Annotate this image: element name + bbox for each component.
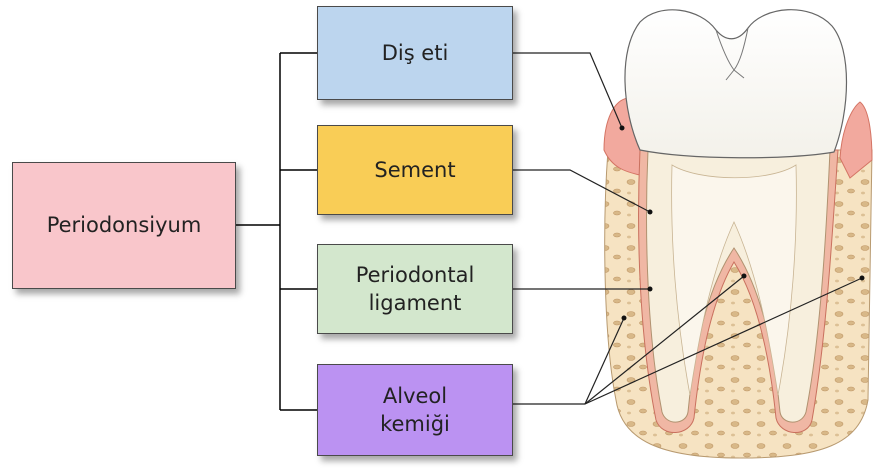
node-label: Sement (374, 156, 455, 184)
node-label-line-1: Periodontal (356, 261, 475, 289)
crown-shape (625, 10, 847, 158)
node-label-line-2: kemiği (380, 410, 450, 438)
root-label: Periodonsiyum (47, 211, 202, 239)
node-label-line-2: ligament (356, 289, 475, 317)
node-dis-eti: Diş eti (317, 6, 513, 100)
node-label-line-1: Alveol (380, 382, 450, 410)
node-alveol-kemigi: Alveol kemiği (317, 364, 513, 456)
tree-connectors (236, 53, 317, 410)
node-periodontal-ligament: Periodontal ligament (317, 244, 513, 334)
node-label: Diş eti (382, 39, 449, 67)
tooth-illustration (604, 10, 872, 458)
root-node-periodonsiyum: Periodonsiyum (12, 162, 236, 289)
node-sement: Sement (317, 125, 513, 215)
